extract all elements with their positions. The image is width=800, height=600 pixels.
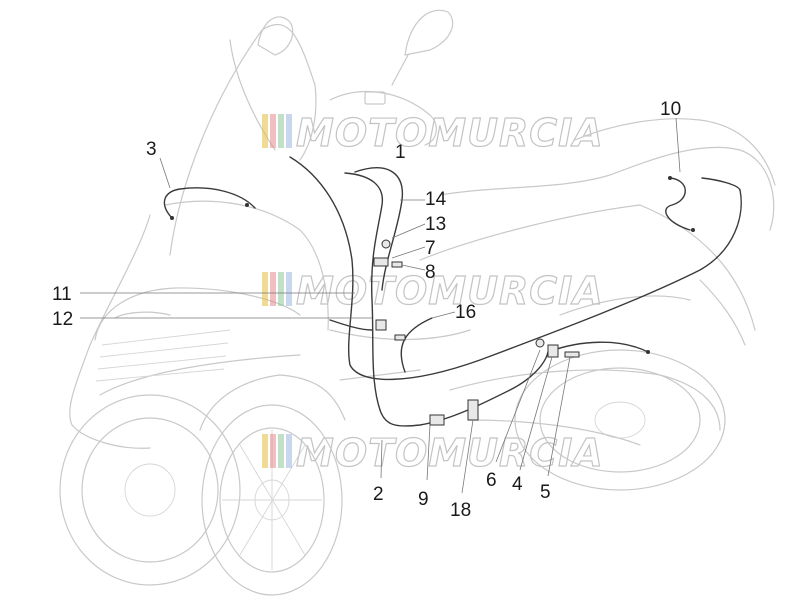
watermark-text: MOTOMURCIA	[296, 431, 604, 475]
bolt-16	[394, 334, 406, 341]
part-label-5: 5	[540, 482, 551, 503]
cable-10	[665, 177, 691, 231]
part-label-18: 18	[450, 500, 471, 521]
cable-11	[289, 156, 742, 381]
part-label-3: 3	[146, 139, 157, 160]
watermark-stripe	[262, 272, 268, 306]
watermark-stripe	[278, 114, 284, 148]
washer-6	[535, 338, 545, 348]
part-labels: 3 10 1 14 13 7 8 16 11 12 2 9 18 6 4 5	[52, 99, 681, 521]
watermark-stripe	[278, 434, 284, 468]
bolt-5	[564, 351, 580, 358]
watermark-stripe	[286, 434, 292, 468]
watermark-stripe	[286, 114, 292, 148]
watermark-stripe	[278, 272, 284, 306]
part-label-12: 12	[52, 309, 73, 330]
cable-12	[344, 172, 383, 411]
part-label-9: 9	[418, 489, 429, 510]
clamp-7	[373, 257, 389, 267]
cable-3	[163, 187, 256, 219]
bolt-8	[391, 261, 403, 268]
cable-8	[400, 317, 433, 373]
part-label-1: 1	[395, 142, 406, 163]
scooter-outline	[59, 9, 776, 596]
clamp-16	[375, 319, 387, 331]
part-label-6: 6	[486, 470, 497, 491]
part-label-2: 2	[373, 484, 384, 505]
part-label-16: 16	[455, 302, 476, 323]
bracket-4	[547, 344, 559, 358]
small-parts	[373, 239, 580, 426]
watermark-stripe	[270, 114, 276, 148]
watermark-middle: MOTOMURCIA	[262, 268, 604, 314]
part-label-7: 7	[425, 238, 436, 259]
part-label-8: 8	[425, 262, 436, 283]
clip-9	[429, 414, 445, 426]
watermark-text: MOTOMURCIA	[296, 269, 604, 313]
part-label-4: 4	[512, 474, 523, 495]
cable-2	[379, 351, 549, 427]
watermark-stripe	[286, 272, 292, 306]
watermark-stripe	[270, 272, 276, 306]
leader-lines	[80, 117, 681, 494]
watermark-stripe	[270, 434, 276, 468]
part-label-11: 11	[52, 284, 72, 305]
bracket-18	[467, 399, 479, 421]
watermark-stripe	[262, 114, 268, 148]
part-label-10: 10	[660, 99, 681, 120]
watermark-top: MOTOMURCIA	[262, 110, 604, 156]
part-label-13: 13	[425, 214, 446, 235]
part-label-14: 14	[425, 189, 447, 210]
nut-13	[381, 239, 391, 249]
watermark-text: MOTOMURCIA	[296, 111, 604, 155]
watermark-stripe	[262, 434, 268, 468]
